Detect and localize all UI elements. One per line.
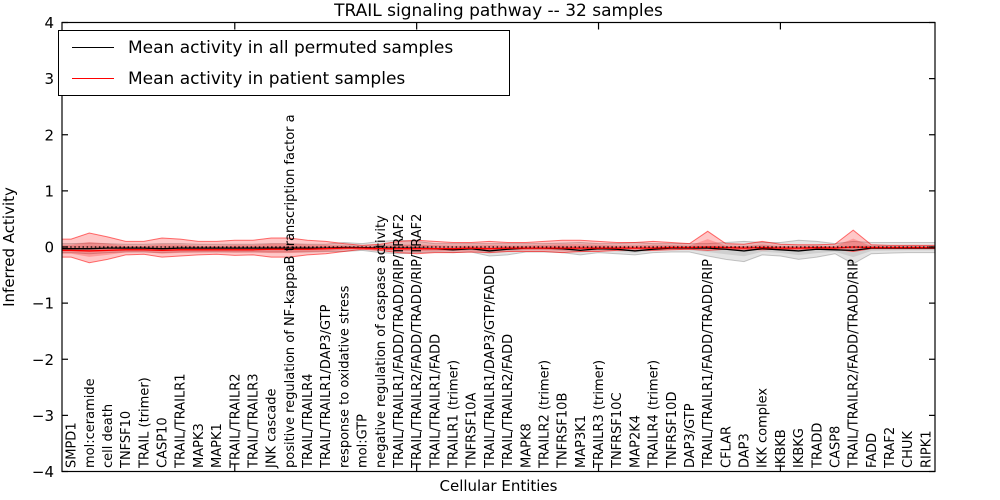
series-lines — [62, 246, 935, 252]
mean-line — [62, 246, 935, 252]
x-tick-label: TRAIL/TRAILR1 — [174, 373, 189, 469]
x-tick-label: TRAF2 — [883, 427, 898, 469]
x-tick-label: TRAIL/TRAILR3 — [246, 373, 261, 469]
x-tick-label: DAP3/GTP — [683, 403, 698, 468]
x-tick-label: CFLAR — [719, 426, 734, 468]
x-tick-label: MAPK8 — [519, 423, 534, 468]
y-tick-label: 4 — [44, 14, 54, 32]
x-tick-label: response to oxidative stress — [337, 285, 352, 468]
x-tick-label: FADD — [865, 433, 880, 468]
y-tick-label: 2 — [44, 126, 54, 144]
legend-item-label: Mean activity in all permuted samples — [128, 37, 454, 58]
x-tick-label: cell death — [101, 404, 116, 468]
x-tick-label: TNFRSF10D — [665, 392, 680, 469]
legend-item: Mean activity in patient samples — [59, 64, 509, 93]
x-tick-label: TRAIL/TRAILR2/FADD/TRADD/RIP/TRAF2 — [410, 214, 425, 469]
x-tick-label: IKBKB — [774, 429, 789, 468]
y-axis-label: Inferred Activity — [0, 187, 18, 307]
x-tick-label: TRAIL/TRAILR1/FADD — [428, 334, 443, 469]
band-inner — [62, 238, 935, 257]
y-tick-label: −3 — [32, 407, 54, 425]
x-tick-label: TNFSF10 — [119, 411, 134, 469]
x-tick-label: negative regulation of caspase activity — [374, 215, 389, 468]
x-tick-label: TRADD — [810, 423, 825, 469]
x-tick-label: TNFRSF10A — [465, 393, 480, 469]
x-tick-label: TRAIL/TRAILR1/FADD/TRADD/RIP/TRAF2 — [392, 214, 407, 469]
x-tick-label: TRAIL/TRAILR1/DAP3/GTP/FADD — [483, 265, 498, 469]
x-axis-label: Cellular Entities — [440, 477, 558, 495]
x-tick-label: CHUK — [901, 431, 916, 468]
x-tick-label: mol:ceramide — [83, 378, 98, 468]
x-tick-label: TNFRSF10C — [610, 392, 625, 469]
x-tick-label: TRAIL/TRAILR2/FADD — [501, 334, 516, 469]
x-tick-label: MAPK1 — [210, 423, 225, 468]
x-tick-label: TRAIL (trimer) — [137, 377, 152, 469]
x-tick-label: MAP2K4 — [628, 415, 643, 468]
x-tick-label: DAP3 — [738, 433, 753, 468]
x-tick-label: IKK complex — [756, 388, 771, 468]
y-tick-label: 0 — [44, 239, 54, 257]
x-tick-label: MAP3K1 — [574, 415, 589, 468]
shaded-bands — [61, 229, 936, 265]
y-tick-label: 3 — [44, 70, 54, 88]
legend-line-sample — [72, 78, 114, 79]
x-tick-label: CASP8 — [828, 426, 843, 468]
y-tick-label: −2 — [32, 351, 54, 369]
mean-line — [62, 246, 935, 252]
x-tick-label: RIPK1 — [919, 430, 934, 468]
y-tick-label: −1 — [32, 295, 54, 313]
x-tick-label: TRAILR1 (trimer) — [447, 360, 462, 469]
x-tick-label: positive regulation of NF-kappaB transcr… — [283, 114, 298, 468]
x-tick-label: mol:GTP — [356, 414, 371, 468]
x-tick-label: TRAIL/TRAILR2/FADD/TRADD/RIP — [847, 259, 862, 469]
y-tick-label: 1 — [44, 182, 54, 200]
x-tick-label: MAPK3 — [192, 423, 207, 468]
legend-item: Mean activity in all permuted samples — [59, 33, 509, 62]
x-tick-label: TRAIL/TRAILR4 — [301, 373, 316, 469]
x-tick-label: JNK cascade — [265, 389, 280, 469]
x-tick-label: IKBKG — [792, 428, 807, 468]
y-tick-label: −4 — [32, 463, 54, 481]
x-tick-label: SMPD1 — [65, 422, 80, 468]
legend-line-sample — [72, 47, 114, 48]
legend-item-label: Mean activity in patient samples — [128, 68, 406, 89]
x-tick-label: TNFRSF10B — [556, 393, 571, 469]
y-tick-labels: 4 3 2 1 0 −1 −2 −3 −4 — [32, 14, 54, 481]
x-tick-label: TRAILR2 (trimer) — [537, 360, 552, 469]
x-tick-label: TRAILR3 (trimer) — [592, 360, 607, 469]
x-tick-label: TRAIL/TRAILR2 — [228, 373, 243, 469]
x-tick-label: CASP10 — [156, 417, 171, 468]
x-tick-label: TRAIL/TRAILR1/FADD/TRADD/RIP — [701, 259, 716, 469]
x-tick-label: TRAIL/TRAILR1/DAP3/GTP — [319, 304, 334, 469]
x-tick-label: TRAILR4 (trimer) — [647, 360, 662, 469]
chart-title: TRAIL signaling pathway -- 32 samples — [333, 1, 663, 21]
